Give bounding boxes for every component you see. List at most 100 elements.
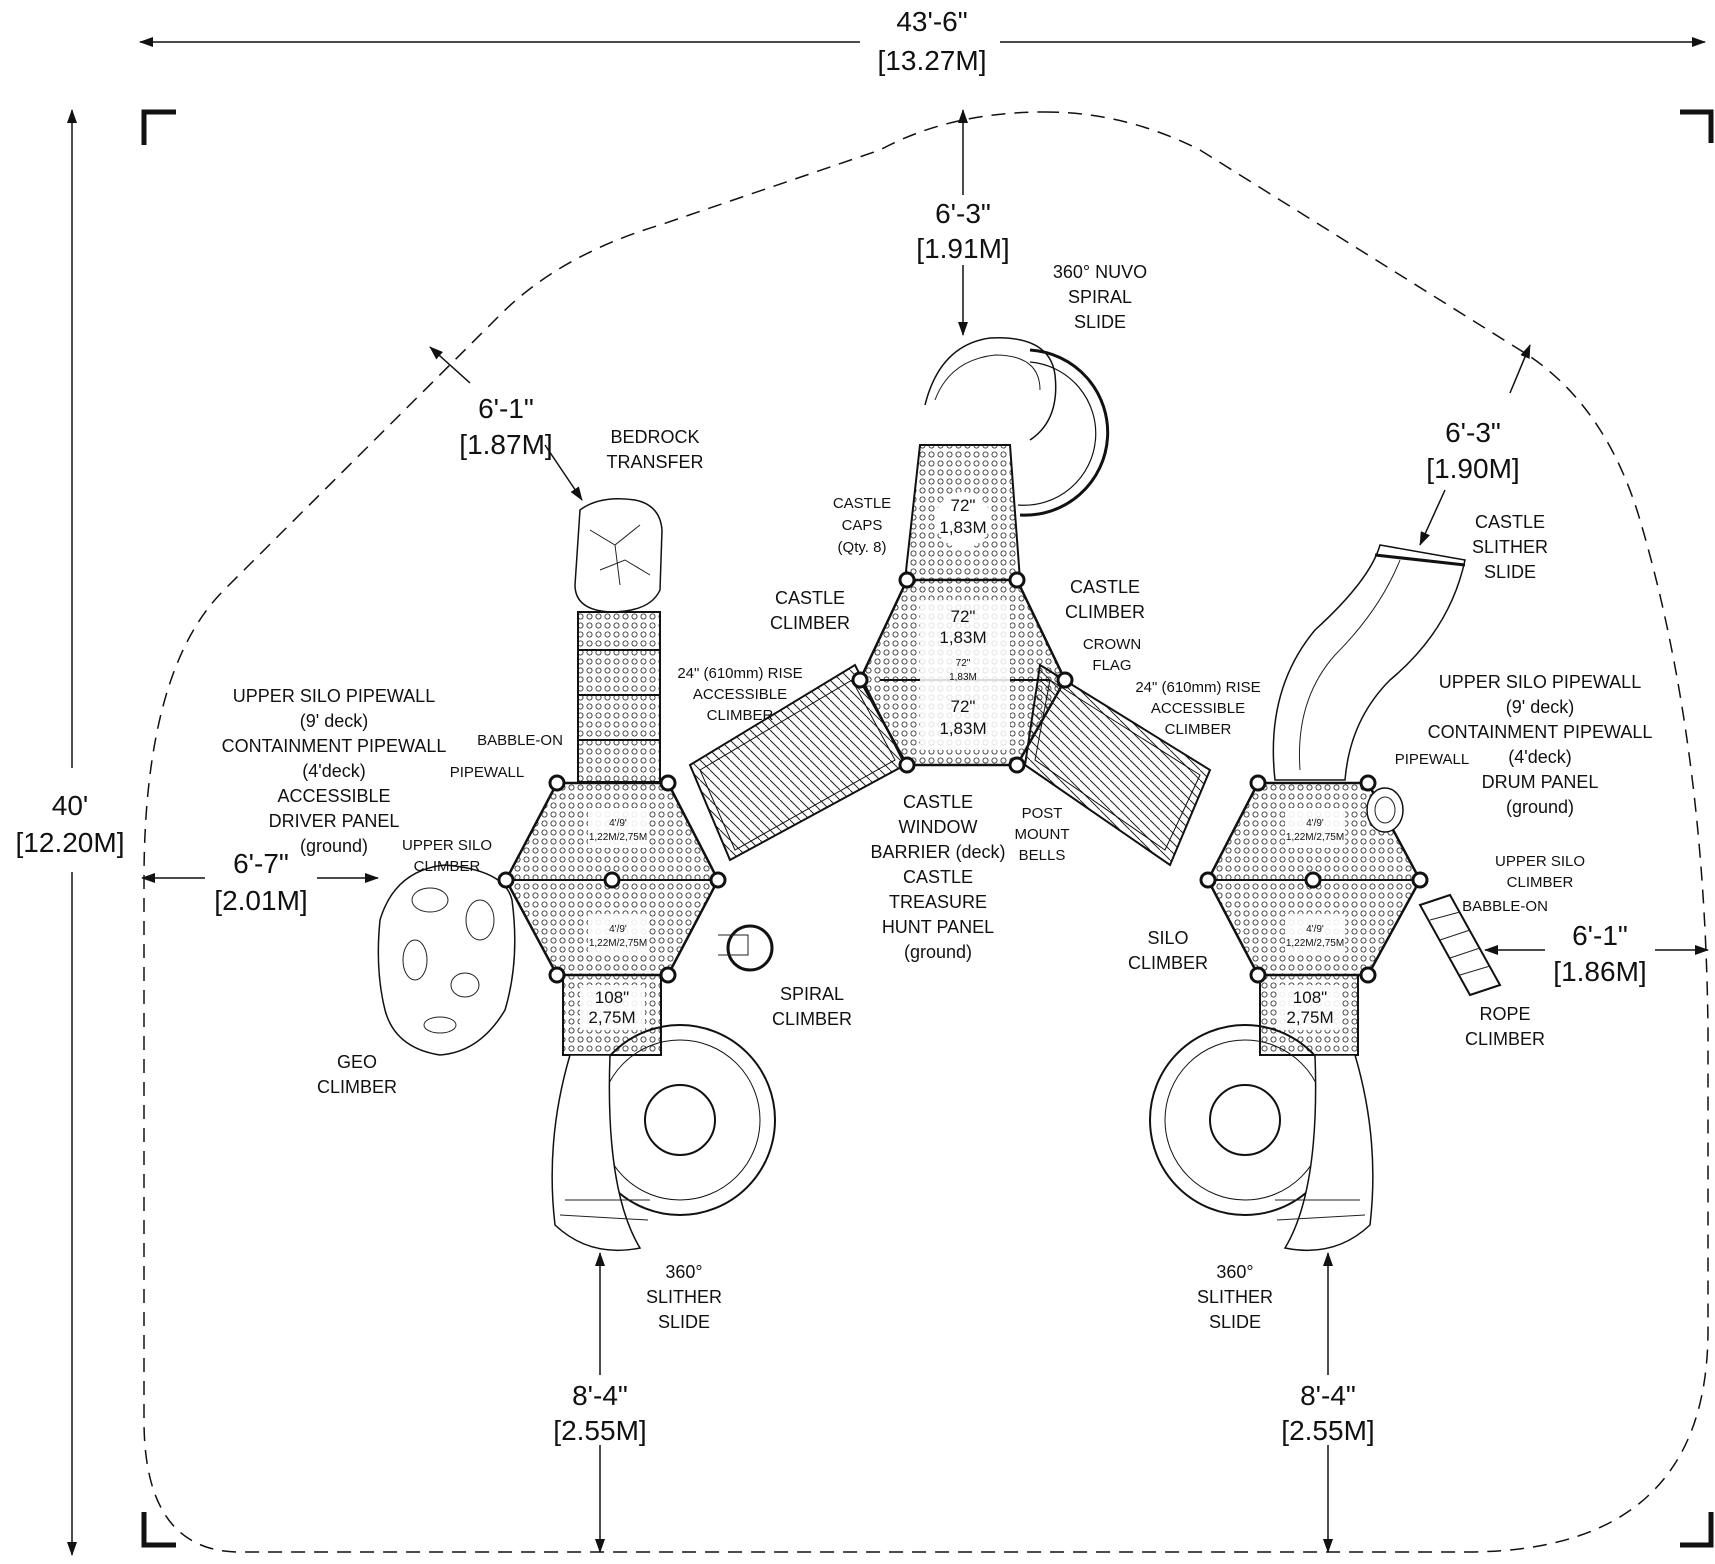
bottom-right-clearance-label: 8'-4" [1300,1380,1356,1411]
svg-text:360°: 360° [1216,1262,1253,1282]
left-clearance-metric: [2.01M] [214,885,307,916]
overall-height-label: 40' [52,790,89,821]
svg-text:CONTAINMENT PIPEWALL: CONTAINMENT PIPEWALL [1428,722,1653,742]
svg-text:(4'deck): (4'deck) [302,761,365,781]
label-babble-on-left: BABBLE-ON [477,732,563,749]
label-castle-slither: CASTLE SLITHER SLIDE [1472,512,1548,582]
label-bedrock: BEDROCK TRANSFER [606,427,703,472]
spiral-climber [718,924,774,972]
svg-text:CLIMBER: CLIMBER [770,613,850,633]
svg-text:CASTLE: CASTLE [903,792,973,812]
svg-text:CLIMBER: CLIMBER [414,858,481,875]
upper-left-clearance-label: 6'-1" [478,393,534,424]
label-upper-silo-right: UPPER SILO CLIMBER [1495,853,1585,891]
upper-right-clearance-line [1419,344,1531,546]
upper-left-clearance-line [429,346,583,501]
svg-text:ROPE: ROPE [1479,1004,1530,1024]
svg-text:(Qty. 8): (Qty. 8) [838,539,887,556]
rope-climber [1418,893,1502,997]
label-castle-climber-right: CASTLE CLIMBER [1065,577,1145,622]
overall-width-label: 43'-6" [896,6,967,37]
svg-text:(4'deck): (4'deck) [1508,747,1571,767]
drum-panel [1366,787,1404,833]
right-ramp [1023,663,1212,867]
upper-right-clearance-label: 6'-3" [1445,417,1501,448]
svg-text:CAPS: CAPS [842,517,883,534]
svg-text:1,83M: 1,83M [939,719,986,738]
svg-text:SPIRAL: SPIRAL [1068,287,1132,307]
svg-text:CONTAINMENT PIPEWALL: CONTAINMENT PIPEWALL [222,736,447,756]
svg-text:SLIDE: SLIDE [1484,562,1536,582]
svg-text:CLIMBER: CLIMBER [317,1077,397,1097]
svg-text:CLIMBER: CLIMBER [707,707,774,724]
svg-text:SLIDE: SLIDE [658,1312,710,1332]
svg-text:ACCESSIBLE: ACCESSIBLE [1151,700,1245,717]
svg-text:CASTLE: CASTLE [775,588,845,608]
svg-text:HUNT PANEL: HUNT PANEL [882,917,994,937]
bottom-right-clearance-metric: [2.55M] [1281,1415,1374,1446]
svg-text:BARRIER (deck): BARRIER (deck) [870,842,1005,862]
svg-text:ACCESSIBLE: ACCESSIBLE [693,686,787,703]
svg-text:72": 72" [951,607,976,626]
label-castle-climber-left: CASTLE CLIMBER [770,588,850,633]
svg-text:BELLS: BELLS [1019,847,1066,864]
svg-text:SPIRAL: SPIRAL [780,984,844,1004]
svg-text:SLIDE: SLIDE [1074,312,1126,332]
svg-text:1,22M/2,75M: 1,22M/2,75M [1286,832,1344,843]
label-pipewall-right: PIPEWALL [1395,751,1469,768]
svg-text:DRUM PANEL: DRUM PANEL [1482,772,1599,792]
svg-text:2,75M: 2,75M [1286,1008,1333,1027]
upper-left-clearance-metric: [1.87M] [459,429,552,460]
svg-text:4'/9': 4'/9' [1306,924,1324,935]
label-rise-left: 24" (610mm) RISE ACCESSIBLE CLIMBER [677,665,802,724]
svg-text:2,75M: 2,75M [588,1008,635,1027]
deck-left-upper: 4'/9' 1,22M/2,75M [589,818,647,843]
right-slither-slide [1149,1024,1374,1252]
svg-text:(ground): (ground) [300,836,368,856]
svg-text:CLIMBER: CLIMBER [1065,602,1145,622]
label-silo-climber: SILO CLIMBER [1128,928,1208,973]
svg-text:SLITHER: SLITHER [1472,537,1548,557]
svg-text:UPPER SILO PIPEWALL: UPPER SILO PIPEWALL [1439,672,1641,692]
deck-center-mid: 72" 1,83M [949,658,977,683]
svg-text:CLIMBER: CLIMBER [772,1009,852,1029]
deck-center-top: 72" 1,83M [939,607,986,647]
svg-text:TRANSFER: TRANSFER [606,452,703,472]
label-spiral-climber: SPIRAL CLIMBER [772,984,852,1029]
label-nuvo-slide: 360° NUVO SPIRAL SLIDE [1053,262,1147,332]
deck-left-lower: 4'/9' 1,22M/2,75M [589,924,647,949]
deck-center-bottom: 72" 1,83M [939,697,986,738]
svg-text:WINDOW: WINDOW [899,817,978,837]
center-hex-deck [858,578,1067,767]
svg-text:1,22M/2,75M: 1,22M/2,75M [1286,938,1344,949]
top-clearance-label: 6'-3" [935,198,991,229]
upper-right-clearance-metric: [1.90M] [1426,453,1519,484]
left-lower-ramp [562,974,662,1056]
label-pipewall-left: PIPEWALL [450,764,524,781]
right-clearance-label: 6'-1" [1572,920,1628,951]
svg-text:72": 72" [956,658,971,669]
castle-slither-slide [1272,544,1466,781]
svg-text:CLIMBER: CLIMBER [1165,721,1232,738]
svg-text:1,83M: 1,83M [939,518,986,537]
label-crown-flag: CROWN FLAG [1083,636,1141,674]
nuvo-spiral-slide [924,337,1110,517]
svg-text:4'/9': 4'/9' [609,818,627,829]
geo-climber [377,864,516,1056]
posts [497,571,1429,984]
svg-text:CLIMBER: CLIMBER [1507,874,1574,891]
svg-text:1,22M/2,75M: 1,22M/2,75M [589,938,647,949]
overall-width-metric: [13.27M] [878,45,987,76]
svg-text:CLIMBER: CLIMBER [1465,1029,1545,1049]
svg-text:1,83M: 1,83M [949,672,977,683]
svg-text:CROWN: CROWN [1083,636,1141,653]
svg-text:4'/9': 4'/9' [1306,818,1324,829]
svg-text:CLIMBER: CLIMBER [1128,953,1208,973]
svg-text:SILO: SILO [1147,928,1188,948]
svg-text:UPPER SILO: UPPER SILO [402,837,492,854]
label-slither-left: 360° SLITHER SLIDE [646,1262,722,1332]
right-clearance-metric: [1.86M] [1553,956,1646,987]
label-left-panels: UPPER SILO PIPEWALL (9' deck) CONTAINMEN… [222,686,447,856]
svg-text:SLITHER: SLITHER [1197,1287,1273,1307]
